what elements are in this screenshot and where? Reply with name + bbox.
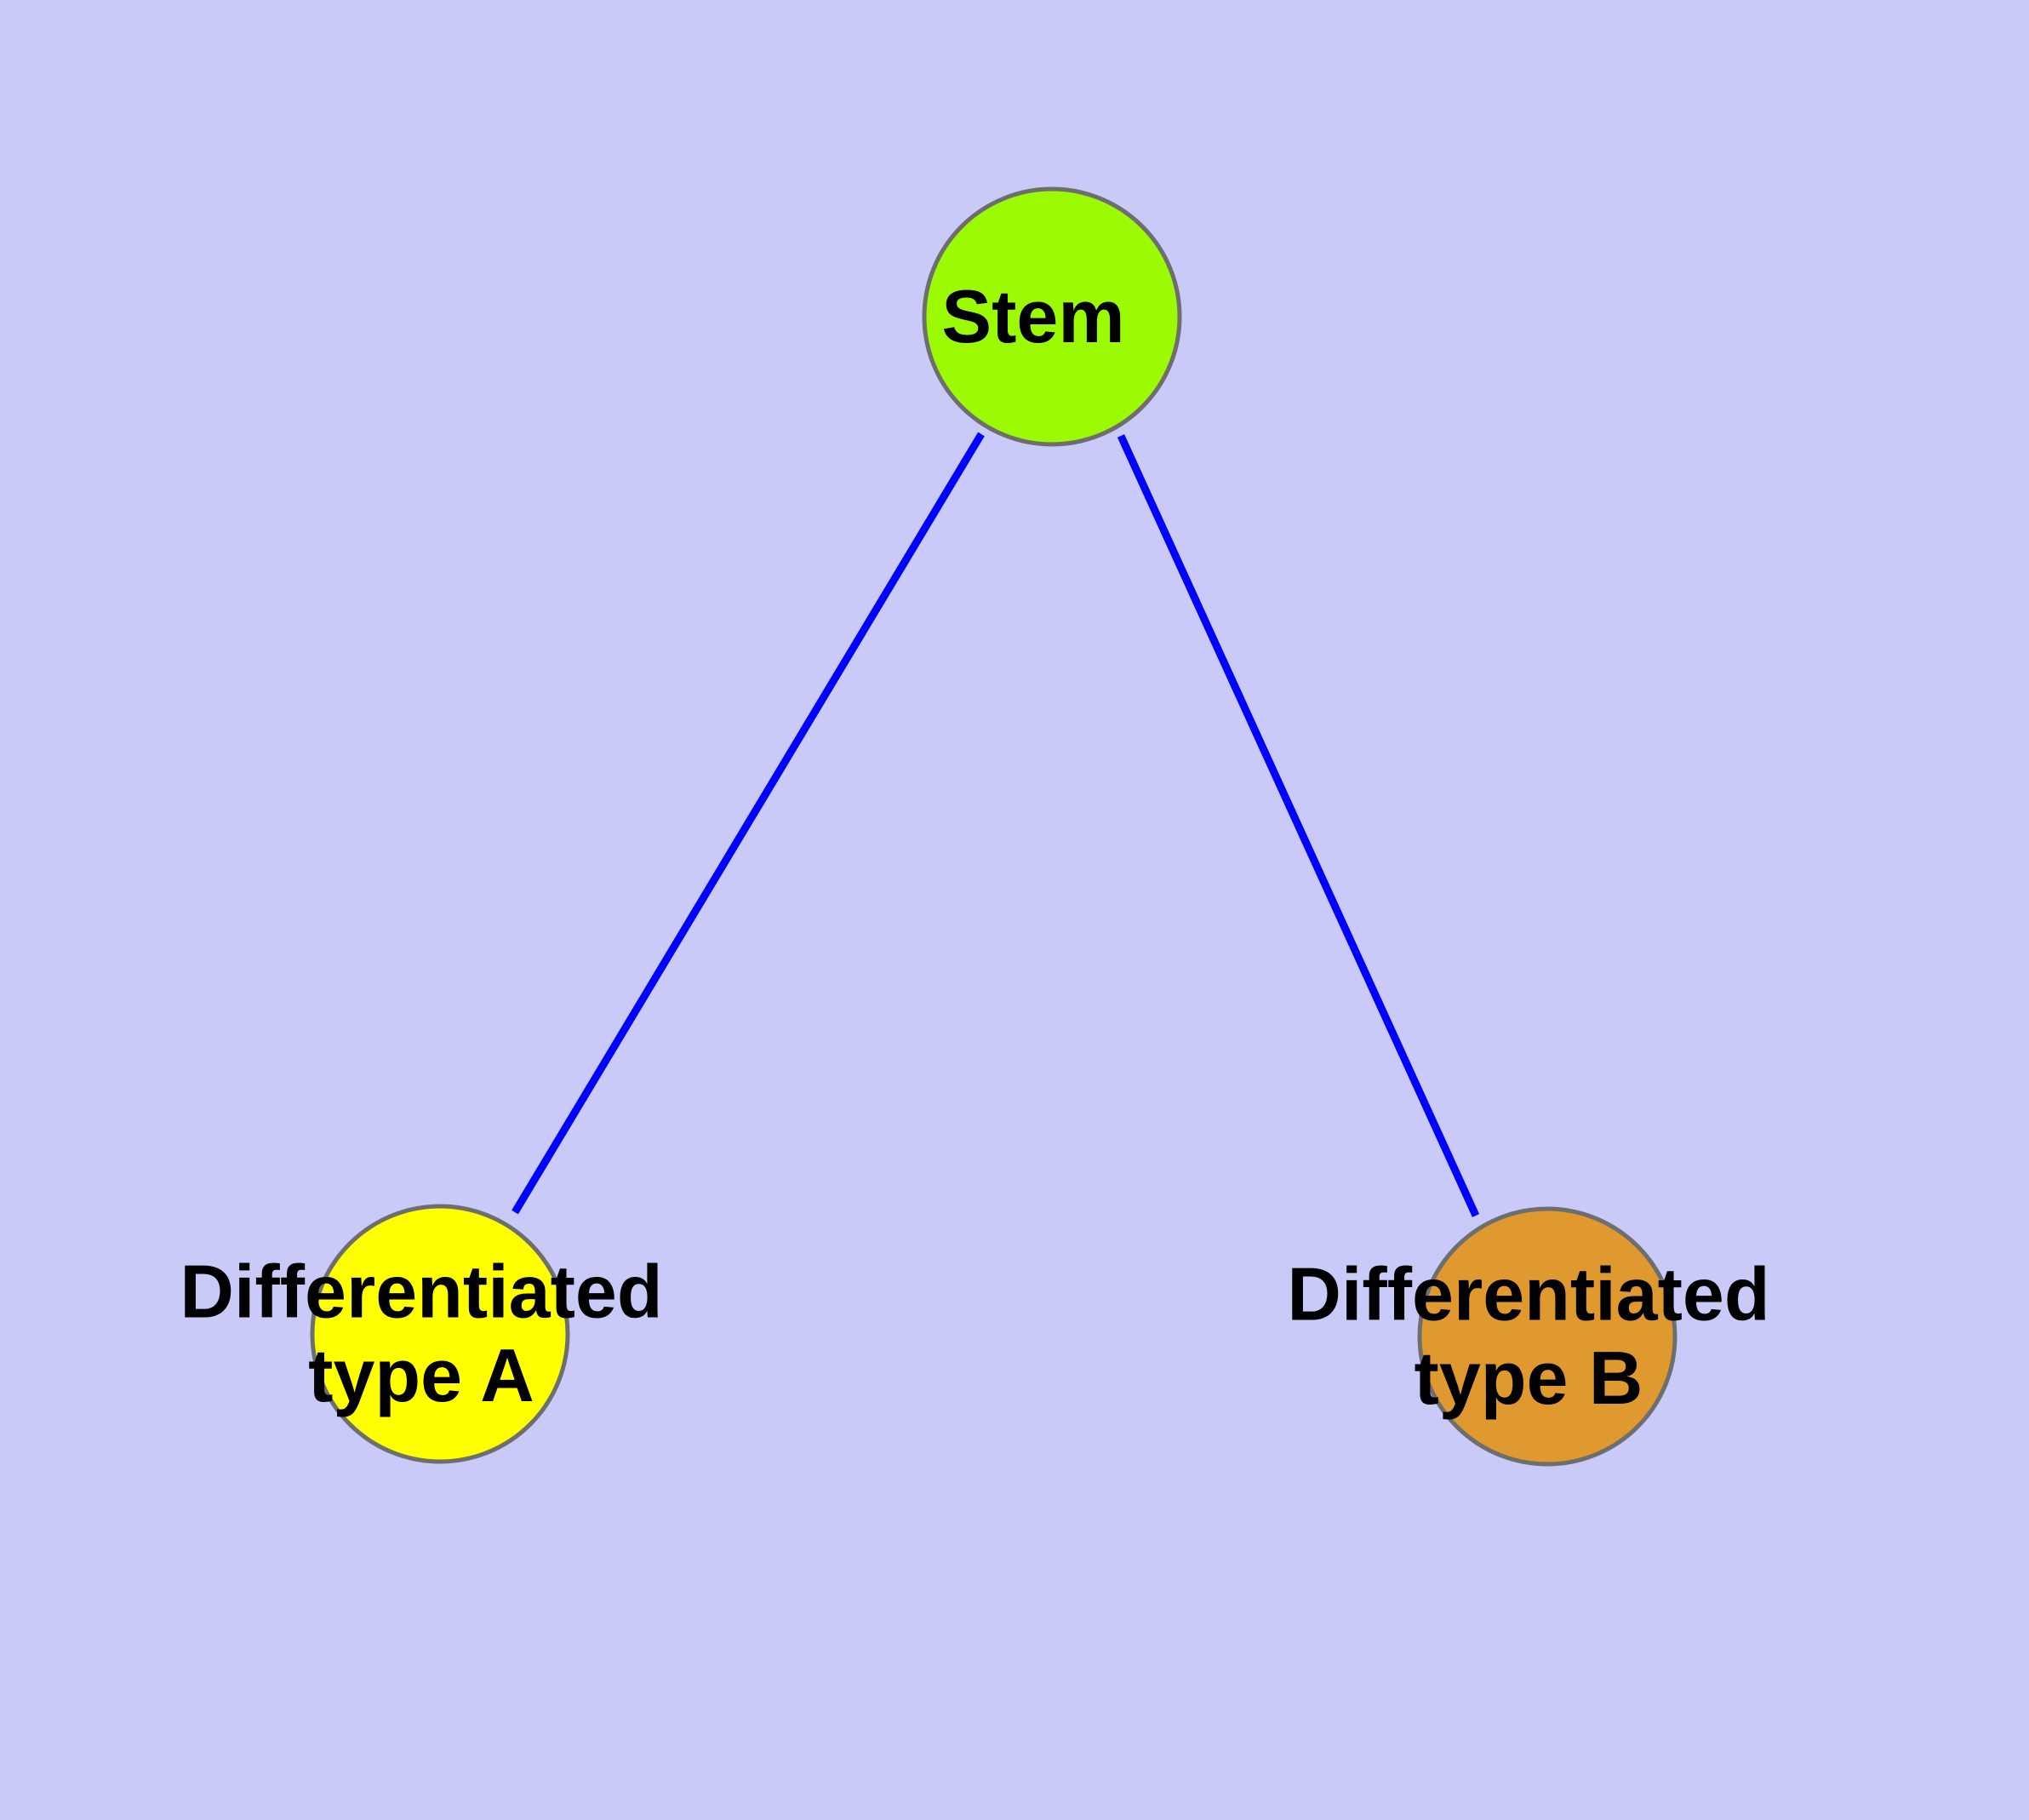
node-differentiated-type-b[interactable] xyxy=(1417,1206,1677,1467)
node-label-stem: Stem xyxy=(941,274,1124,358)
edges-layer xyxy=(512,432,1480,1217)
edge-stem-to-differentiated-type-a xyxy=(512,432,985,1215)
nodes-layer xyxy=(310,186,1677,1467)
node-stem[interactable] xyxy=(922,186,1182,447)
node-differentiated-type-a[interactable] xyxy=(310,1204,570,1464)
edge-stem-to-differentiated-type-b xyxy=(1117,434,1480,1217)
